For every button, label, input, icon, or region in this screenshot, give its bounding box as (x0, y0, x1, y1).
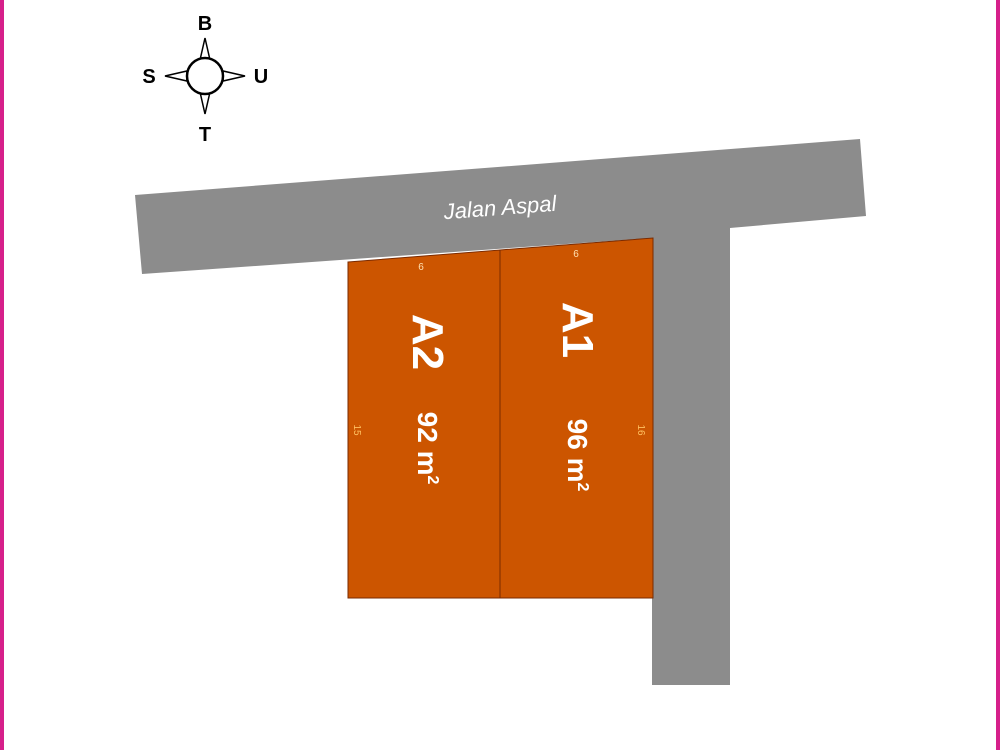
compass-icon: B T S U (142, 13, 268, 146)
road (135, 139, 866, 685)
plot-a1-top-length: 6 (573, 249, 579, 260)
plot-a2[interactable]: 6 15 A2 92 m2 (347, 249, 501, 599)
compass-north-label: B (198, 13, 212, 35)
plot-a1-area: 96 m2 (562, 419, 593, 492)
plot-a2-id: A2 (403, 314, 452, 370)
compass-east-label: U (254, 66, 268, 88)
compass-west-label: S (142, 66, 155, 88)
plot-a2-top-length: 6 (418, 262, 424, 273)
plot-a2-area: 92 m2 (412, 412, 443, 485)
plot-a1[interactable]: 6 16 A1 96 m2 (499, 237, 654, 599)
frame-border-left (0, 0, 4, 750)
plot-a1-id: A1 (553, 302, 602, 358)
frame-border-right (996, 0, 1000, 750)
compass-south-label: T (199, 124, 211, 146)
plot-a1-side-length: 16 (635, 424, 646, 436)
plot-a2-side-length: 15 (351, 424, 362, 436)
